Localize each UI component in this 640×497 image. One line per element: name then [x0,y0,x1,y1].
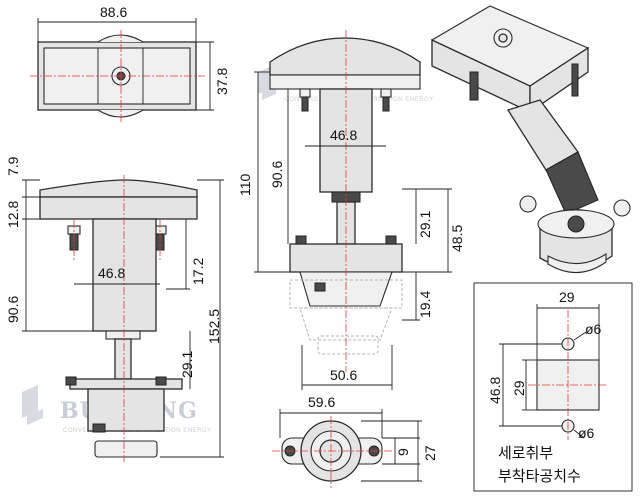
dim-bottom-width: 59.6 [308,394,335,410]
dim-front-flange: 12.8 [5,201,21,228]
dim-side-height: 90.6 [269,161,285,188]
dim-side-base-width: 50.6 [330,367,357,383]
dim-cutout-width: 29 [559,289,575,305]
dim-top-height: 37.8 [214,68,230,95]
dim-bottom-h2: 27 [422,445,438,461]
front-view: 7.9 12.8 90.6 46.8 17.2 152.5 29.1 [5,156,224,462]
side-view: 110 90.6 46.8 29.1 48.5 19.4 50.6 [237,30,465,390]
dim-front-height: 90.6 [5,296,21,323]
dim-side-total: 110 [237,173,253,196]
dim-side-bolt-spacing: 46.8 [330,127,357,143]
dim-cutout-hole-bottom: ø6 [578,425,595,441]
top-view: 88.6 37.8 [30,4,230,122]
cutout-caption-line1: 세로취부 [498,444,553,462]
dim-cutout-hole-top: ø6 [585,321,602,337]
dim-front-bolt-spacing: 46.8 [98,265,125,281]
cutout-caption-line2: 부착타공치수 [498,467,581,485]
dim-cutout-span: 46.8 [487,377,503,404]
dim-front-cap: 7.9 [5,156,21,176]
dim-front-lower: 29.1 [179,351,195,378]
dim-front-total: 152.5 [206,309,222,344]
dim-top-width: 88.6 [100,4,127,20]
dim-side-mid: 48.5 [449,225,465,252]
dim-side-lower: 29.1 [417,211,433,238]
cutout-detail: 29 46.8 29 ø6 ø6 세로취부 부착타공치수 [473,282,633,492]
dim-bottom-h1: 9 [395,448,411,456]
dim-front-stud: 17.2 [190,258,206,285]
isometric-view [430,5,631,274]
dim-cutout-height: 29 [511,380,527,396]
bottom-view: 59.6 9 27 [272,394,438,488]
dim-side-stroke: 19.4 [417,291,433,318]
